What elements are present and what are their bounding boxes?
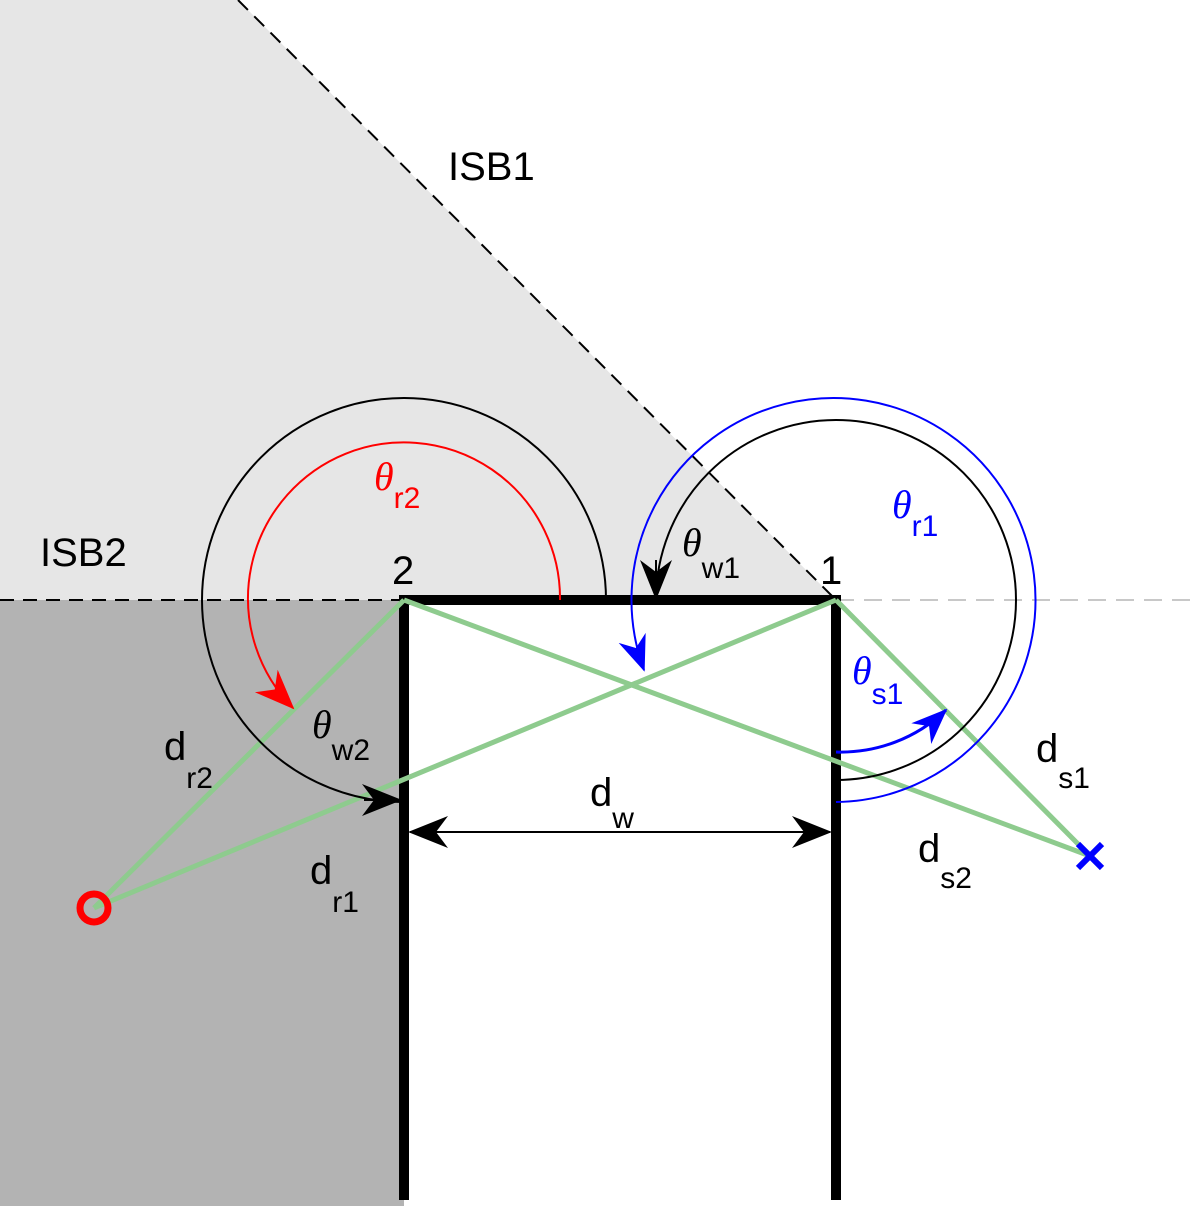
- d-s2-label: ds2: [918, 827, 972, 895]
- d-s1-label: ds1: [1036, 727, 1090, 795]
- theta-w2-arc: [201, 397, 607, 803]
- theta-w2-label: θw2: [312, 702, 370, 767]
- theta-r2-arc: [247, 441, 562, 710]
- ray-receiver-to-edge2: [92, 598, 406, 910]
- shadow-region: [0, 600, 404, 1206]
- theta-r2-label: θr2: [374, 454, 420, 515]
- wall-structure: [399, 595, 841, 1200]
- edge2-label: 2: [392, 549, 414, 593]
- theta-s1-label: θs1: [852, 648, 903, 711]
- receiver-marker: [76, 890, 112, 926]
- illuminated-region: [0, 0, 836, 600]
- d-r2-label: dr2: [164, 725, 213, 795]
- theta-w1-arc: [655, 419, 1017, 781]
- isb1-boundary-line: [237, 0, 837, 601]
- theta-s1-arc: [835, 708, 948, 754]
- theta-r1-label: θr1: [892, 482, 938, 543]
- ray-receiver-to-edge1: [93, 597, 837, 911]
- source-marker: [1075, 841, 1105, 871]
- isb1-label: ISB1: [448, 145, 535, 189]
- d-w-label: dw: [590, 771, 634, 835]
- theta-r1-arc: [618, 397, 1037, 803]
- theta-w1-label: θw1: [682, 520, 740, 585]
- edge1-label: 1: [820, 549, 842, 593]
- isb2-label: ISB2: [40, 531, 127, 575]
- d-r1-label: dr1: [310, 849, 359, 919]
- ray-edge2-to-source: [403, 597, 1091, 859]
